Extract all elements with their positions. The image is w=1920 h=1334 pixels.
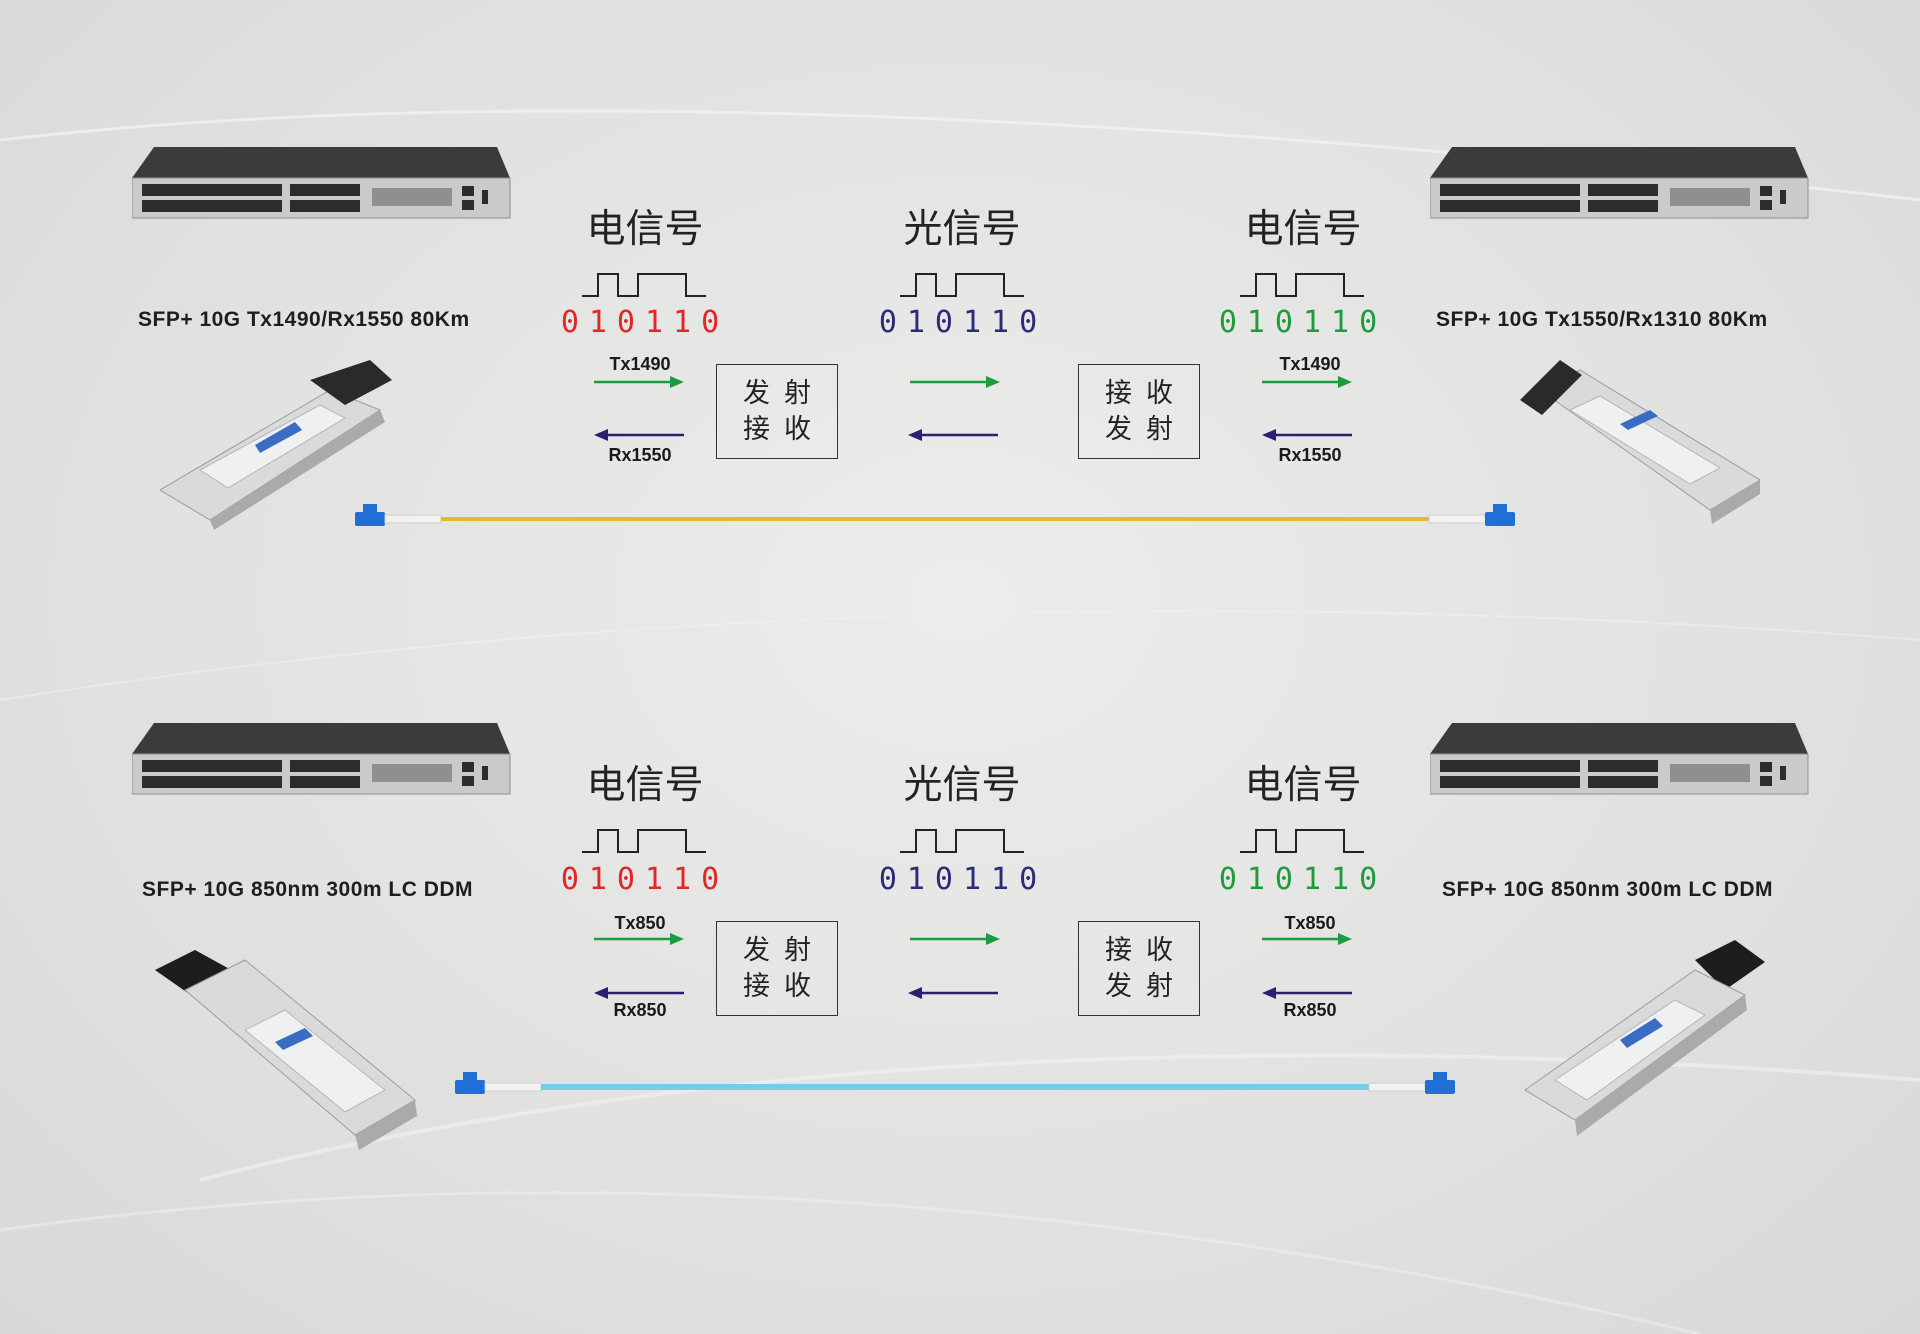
transmit-receive-box-left: 发射 接收	[716, 364, 838, 459]
network-switch-left	[132, 147, 511, 219]
tx-arrow-right	[1262, 933, 1352, 945]
electric-signal-title-right: 电信号	[1244, 763, 1362, 808]
module-label-left: SFP+ 10G Tx1490/Rx1550 80Km	[138, 308, 470, 331]
tx-label-right: Tx850	[1284, 913, 1336, 933]
transmit-receive-box-right: 接收 发射	[1078, 921, 1200, 1016]
transmit-receive-box-right: 接收 发射	[1078, 364, 1200, 459]
electric-signal-title-right: 电信号	[1244, 207, 1362, 252]
network-switch-right	[1430, 723, 1809, 795]
module-label-right: SFP+ 10G 850nm 300m LC DDM	[1442, 878, 1774, 901]
optical-signal-title: 光信号	[903, 207, 1021, 252]
square-wave-right	[1240, 829, 1364, 853]
fiber-cable-aqua	[455, 1072, 1455, 1094]
box-line-2: 接收	[743, 413, 825, 445]
sfp-module-right	[1520, 360, 1760, 524]
box-line-1: 接收	[1105, 377, 1187, 409]
rx-arrow-mid	[908, 987, 998, 999]
rx-arrow-right	[1262, 429, 1352, 441]
rx-arrow-left	[594, 987, 684, 999]
tx-arrow-mid	[910, 933, 1000, 945]
box-line-1: 发射	[743, 377, 825, 409]
square-wave-mid	[900, 273, 1024, 297]
rx-arrow-mid	[908, 429, 998, 441]
sfp-module-left	[160, 360, 392, 530]
rx-label-left: Rx1550	[608, 445, 672, 465]
box-line-1: 发射	[743, 934, 825, 966]
rx-label-right: Rx1550	[1278, 445, 1342, 465]
rx-label-left: Rx850	[613, 1000, 667, 1020]
bits-electric-right: 010110	[1218, 305, 1388, 340]
network-switch-right	[1430, 147, 1809, 219]
square-wave-mid	[900, 829, 1024, 853]
bits-optical: 010110	[878, 305, 1048, 340]
box-line-2: 发射	[1105, 413, 1187, 445]
box-line-2: 发射	[1105, 970, 1187, 1002]
tx-arrow-mid	[910, 376, 1000, 388]
rx-label-right: Rx850	[1283, 1000, 1337, 1020]
module-label-left: SFP+ 10G 850nm 300m LC DDM	[142, 878, 474, 901]
tx-arrow-left	[594, 376, 684, 388]
box-line-2: 接收	[743, 970, 825, 1002]
bits-electric-left: 010110	[560, 862, 730, 897]
rx-arrow-right	[1262, 987, 1352, 999]
electric-signal-title-left: 电信号	[586, 763, 704, 808]
fiber-cable-yellow	[355, 504, 1515, 526]
sfp-module-right	[1524, 940, 1765, 1136]
transmit-receive-box-left: 发射 接收	[716, 921, 838, 1016]
tx-label-left: Tx1490	[609, 354, 671, 374]
tx-label-left: Tx850	[614, 913, 666, 933]
optical-signal-title: 光信号	[903, 763, 1021, 808]
square-wave-left	[582, 273, 706, 297]
module-label-right: SFP+ 10G Tx1550/Rx1310 80Km	[1436, 308, 1768, 331]
sfp-module-left	[155, 950, 417, 1150]
square-wave-right	[1240, 273, 1364, 297]
bits-electric-right: 010110	[1218, 862, 1388, 897]
box-line-1: 接收	[1105, 934, 1187, 966]
network-switch-left	[132, 723, 511, 795]
bits-electric-left: 010110	[560, 305, 730, 340]
electric-signal-title-left: 电信号	[586, 207, 704, 252]
tx-label-right: Tx1490	[1279, 354, 1341, 374]
square-wave-left	[582, 829, 706, 853]
rx-arrow-left	[594, 429, 684, 441]
tx-arrow-left	[594, 933, 684, 945]
tx-arrow-right	[1262, 376, 1352, 388]
bits-optical: 010110	[878, 862, 1048, 897]
